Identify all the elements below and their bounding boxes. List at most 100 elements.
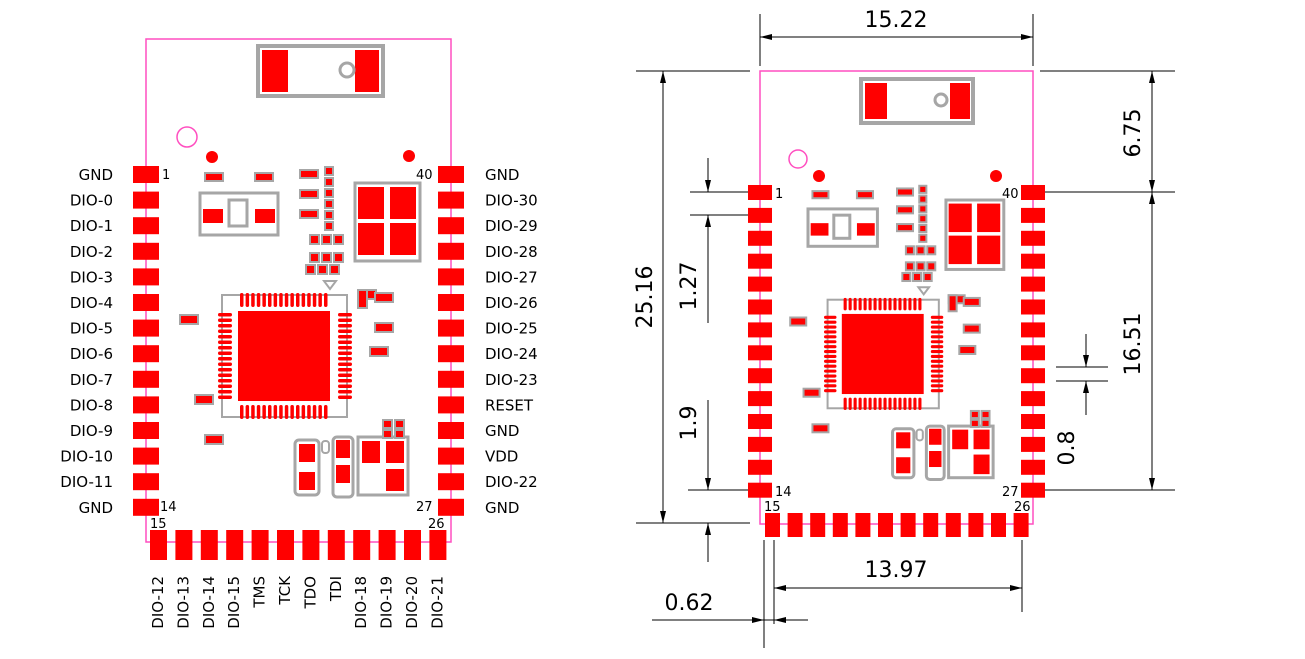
pad [929,451,942,468]
pin-label: TDI [327,576,345,602]
dimension-pad-width: 0.8 [1055,431,1080,466]
pin-label: DIO-22 [485,473,538,491]
crystal-body [832,213,852,240]
pad [277,530,294,560]
pad [1021,345,1045,361]
mcu-pin [930,340,944,344]
pad [362,441,380,463]
pad [748,482,772,498]
pad [973,454,990,475]
mcu-pin [824,320,837,324]
pad [748,276,772,292]
mcu-pin [858,397,862,411]
dimension-top-width: 15.22 [865,8,928,33]
pad [810,223,829,236]
pad [973,429,990,450]
resistor [382,419,393,429]
pin-label: DIO-28 [485,243,538,261]
pin-number: 27 [1002,485,1019,500]
passive [958,344,977,355]
pin-label: DIO-9 [70,422,113,440]
mcu-pin [930,345,944,349]
capacitor [918,184,928,194]
pad [977,203,1001,233]
mcu-pin [338,329,352,333]
passive [179,314,199,325]
resistor [969,418,980,428]
mcu-pin [218,384,232,388]
resistor [980,418,991,428]
resistor [333,234,344,245]
resistor [926,245,937,256]
pin1-marker [788,149,808,169]
pad [133,294,159,311]
right-pad-column [438,166,464,516]
pad [438,422,464,439]
pin-label: TCK [276,575,294,606]
mcu-pin [898,297,902,311]
pad [968,513,984,537]
pin-label: DIO-7 [70,371,113,389]
resistor [321,234,332,245]
mcu-pin [930,335,944,339]
mcu-pin [930,320,944,324]
mcu-pin [218,351,232,355]
pin-label: DIO-24 [485,345,538,363]
pin-label: DIO-6 [70,345,113,363]
pad [438,396,464,414]
resistor [904,245,915,256]
mcu-pin [218,313,232,317]
pad [404,530,421,560]
mcu-pin [883,297,887,311]
mcu-pin [930,359,944,363]
resistor [305,264,316,275]
pad [133,498,159,516]
mcu-pin [893,397,897,411]
dimension-total-height: 25.16 [633,266,658,329]
pad [952,429,969,450]
resistor [922,272,933,283]
passive [369,346,389,357]
mcu-pin [245,293,250,307]
right-module-view: 1 14 40 27 15 26 [633,8,1175,648]
pad [133,166,159,183]
resistor [321,252,332,263]
resistor [904,261,915,272]
mcu-pin [284,293,289,307]
mcu-pin [824,330,837,334]
mcu-pin [256,405,261,419]
pad [251,530,269,560]
mcu-pin [338,362,352,366]
mcu-pin [863,297,867,311]
pad [390,223,416,255]
passive [802,387,821,398]
pad [748,345,772,361]
pad [1021,299,1045,315]
capacitor [324,199,334,209]
mcu-pin [307,405,311,419]
pin-label: DIO-11 [60,473,113,491]
pad [133,345,159,363]
mcu-pin [312,405,317,419]
left-pad-column [748,185,772,498]
capacitor [918,223,928,234]
mcu-pin [888,397,892,411]
mcu-pin [930,325,944,329]
passive [811,423,830,434]
capacitor [204,172,224,182]
pad [977,235,1001,265]
pad [748,391,772,407]
mcu-pin [893,297,897,311]
mcu-pin [908,397,912,411]
capacitor [896,205,915,215]
passive [962,296,981,307]
antenna-component [256,44,385,98]
module-outline [145,38,452,543]
mcu-pin [318,293,322,307]
mcu-pin [338,357,352,361]
mcu-pin [918,397,922,411]
pin-label: DIO-14 [200,576,218,629]
pad [358,223,384,255]
pad [896,457,911,474]
mcu-pin [824,335,837,339]
